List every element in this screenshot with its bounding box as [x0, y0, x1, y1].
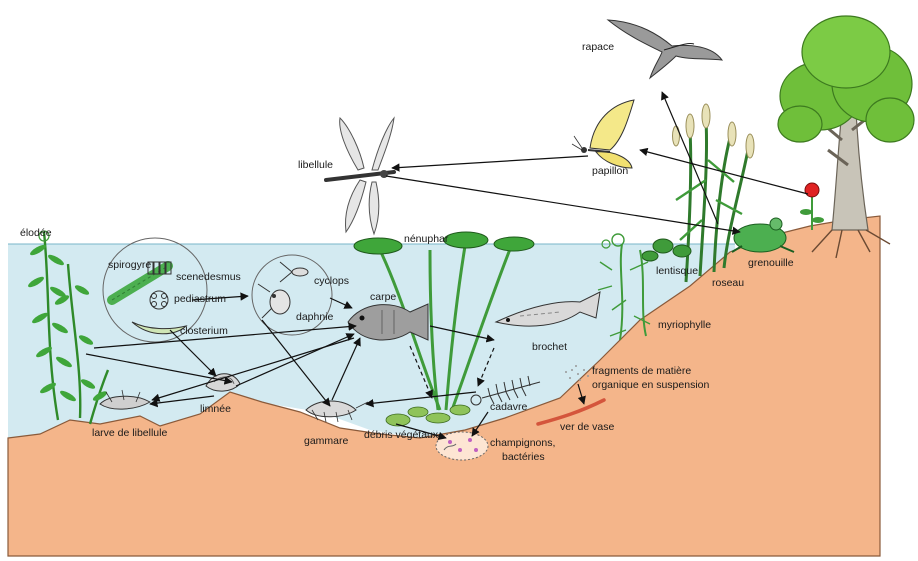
label-libellule: libellule — [298, 159, 333, 171]
label-myriophylle: myriophylle — [658, 319, 711, 331]
label-limnee: limnée — [200, 403, 231, 415]
label-elodee: élodée — [20, 227, 52, 239]
label-carpe: carpe — [370, 291, 396, 303]
flower-icon — [800, 183, 824, 230]
label-champignons: champignons, — [490, 437, 555, 449]
label-roseau: roseau — [712, 277, 744, 289]
label-spirogyre: spirogyre — [108, 259, 151, 271]
label-daphnie: daphnie — [296, 311, 334, 323]
label-rapace: rapace — [582, 41, 614, 53]
label-bacteries: bactéries — [502, 451, 545, 463]
label-papillon: papillon — [592, 165, 628, 177]
bacteria-icon — [436, 432, 488, 460]
label-larve-de-libellule: larve de libellule — [92, 427, 167, 439]
papillon-icon — [572, 100, 634, 168]
label-fragments-line-1: fragments de matière — [592, 365, 691, 377]
label-cadavre: cadavre — [490, 401, 528, 413]
label-lentisque: lentisque — [656, 265, 698, 277]
label-cyclops: cyclops — [314, 275, 349, 287]
label-nenuphar: nénuphar — [404, 233, 449, 245]
label-scenedesmus: scenedesmus — [176, 271, 241, 283]
label-fragments-line-2: organique en suspension — [592, 379, 710, 391]
label-ver-de-vase: ver de vase — [560, 421, 614, 433]
label-closterium: closterium — [180, 325, 228, 337]
reed-plume-icon — [673, 104, 755, 158]
label-grenouille: grenouille — [748, 257, 794, 269]
label-pediastrum: pediastrum — [174, 293, 226, 305]
libellule-icon — [326, 118, 394, 234]
tree-icon — [778, 16, 914, 258]
rapace-icon — [608, 20, 722, 78]
label-brochet: brochet — [532, 341, 567, 353]
label-gammare: gammare — [304, 435, 349, 447]
label-debris-vegetaux: débris végétaux — [364, 429, 439, 441]
